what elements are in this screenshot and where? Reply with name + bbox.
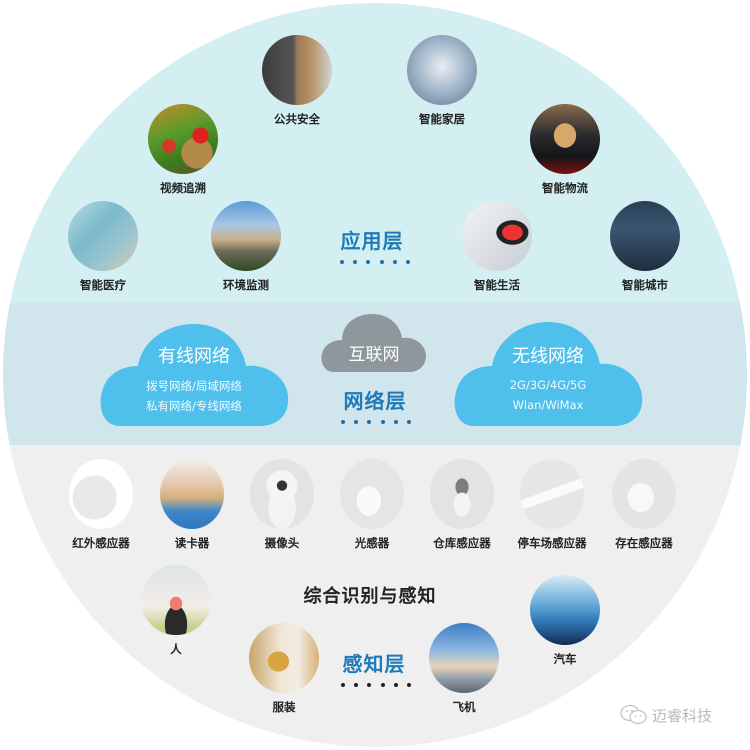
- video-traceability-photo: [148, 104, 218, 174]
- object-label: 人: [170, 642, 182, 656]
- light-sensor-photo: [340, 459, 404, 529]
- infrared-sensor-photo: [69, 459, 133, 529]
- object-car: 汽车: [530, 575, 600, 667]
- clothing-photo: [249, 623, 319, 693]
- wireless-network-title: 无线网络: [512, 346, 584, 367]
- app-item-video-traceability: 视频追溯: [148, 104, 218, 196]
- car-photo: [530, 575, 600, 645]
- sensor-label: 读卡器: [174, 536, 210, 550]
- sensor-camera: 摄像头: [250, 459, 314, 551]
- sensor-label: 停车场感应器: [517, 536, 587, 550]
- environment-monitoring-photo: [211, 201, 281, 271]
- airplane-photo: [429, 623, 499, 693]
- internet-title: 互联网: [348, 345, 400, 365]
- app-item-smart-healthcare: 智能医疗: [68, 201, 138, 293]
- public-safety-photo: [262, 35, 332, 105]
- smart-city-photo: [610, 201, 680, 271]
- person-photo: [141, 565, 211, 635]
- wireless-network-line2: Wlan/WiMax: [512, 398, 584, 412]
- sensor-label: 仓库感应器: [433, 536, 491, 550]
- sensor-label: 光感器: [354, 536, 390, 550]
- app-item-label: 智能生活: [474, 278, 520, 292]
- app-item-label: 视频追溯: [160, 181, 206, 195]
- smart-life-photo: [462, 201, 532, 271]
- object-label: 服装: [272, 700, 296, 714]
- network-layer-dots: [341, 420, 411, 426]
- cloud-shape-icon: [100, 324, 289, 426]
- parking-sensor-photo: [520, 459, 584, 529]
- presence-sensor-photo: [612, 459, 676, 529]
- watermark-text: 迈睿科技: [652, 706, 713, 725]
- wired-network-cloud: 有线网络 拨号网络/局域网络 私有网络/专线网络: [98, 322, 290, 428]
- wireless-network-cloud: 无线网络 2G/3G/4G/5G Wlan/WiMax: [452, 320, 644, 428]
- sensor-presence: 存在感应器: [612, 459, 676, 551]
- sensor-label: 红外感应器: [72, 536, 130, 550]
- object-clothing: 服装: [249, 623, 319, 715]
- object-airplane: 飞机: [429, 623, 499, 715]
- app-item-smart-home: 智能家居: [407, 35, 477, 127]
- app-item-smart-city: 智能城市: [610, 201, 680, 293]
- sensor-label: 摄像头: [264, 536, 300, 550]
- app-item-label: 智能物流: [542, 181, 588, 195]
- app-item-label: 智能城市: [622, 278, 668, 292]
- app-item-environment-monitoring: 环境监测: [211, 201, 281, 293]
- smart-logistics-photo: [530, 104, 600, 174]
- app-item-label: 智能家居: [419, 112, 465, 126]
- app-item-label: 智能医疗: [80, 278, 126, 292]
- camera-photo: [250, 459, 314, 529]
- object-person: 人: [141, 565, 211, 657]
- network-layer-title: 网络层: [343, 389, 407, 413]
- object-label: 汽车: [553, 652, 577, 666]
- application-layer-dots: [340, 260, 410, 266]
- sensor-parking: 停车场感应器: [518, 459, 587, 551]
- perception-layer-dots: [341, 683, 411, 689]
- app-item-smart-life: 智能生活: [462, 201, 532, 293]
- watermark: 迈睿科技: [620, 704, 712, 726]
- wired-network-line1: 拨号网络/局域网络: [146, 379, 242, 393]
- card-reader-photo: [160, 459, 224, 529]
- cloud-shape-icon: [454, 322, 643, 426]
- internet-cloud: 互联网: [320, 312, 428, 374]
- app-item-label: 公共安全: [274, 112, 320, 126]
- app-item-label: 环境监测: [223, 278, 269, 292]
- wired-network-line2: 私有网络/专线网络: [146, 399, 242, 413]
- smart-healthcare-photo: [68, 201, 138, 271]
- application-layer-title: 应用层: [340, 229, 404, 253]
- wireless-network-line1: 2G/3G/4G/5G: [509, 378, 587, 392]
- object-label: 飞机: [452, 700, 476, 714]
- sensor-warehouse: 仓库感应器: [430, 459, 494, 551]
- smart-home-photo: [407, 35, 477, 105]
- cloud-shape-icon: [321, 314, 426, 372]
- warehouse-sensor-photo: [430, 459, 494, 529]
- sensor-label: 存在感应器: [615, 536, 673, 550]
- sensor-card-reader: 读卡器: [160, 459, 224, 551]
- wechat-icon: [620, 704, 647, 725]
- perception-layer-title: 感知层: [342, 652, 406, 676]
- wired-network-title: 有线网络: [158, 346, 230, 367]
- app-item-smart-logistics: 智能物流: [530, 104, 600, 196]
- sensor-light: 光感器: [340, 459, 404, 551]
- sensor-infrared: 红外感应器: [69, 459, 133, 551]
- perception-subtitle: 综合识别与感知: [303, 586, 437, 607]
- app-item-public-safety: 公共安全: [262, 35, 332, 127]
